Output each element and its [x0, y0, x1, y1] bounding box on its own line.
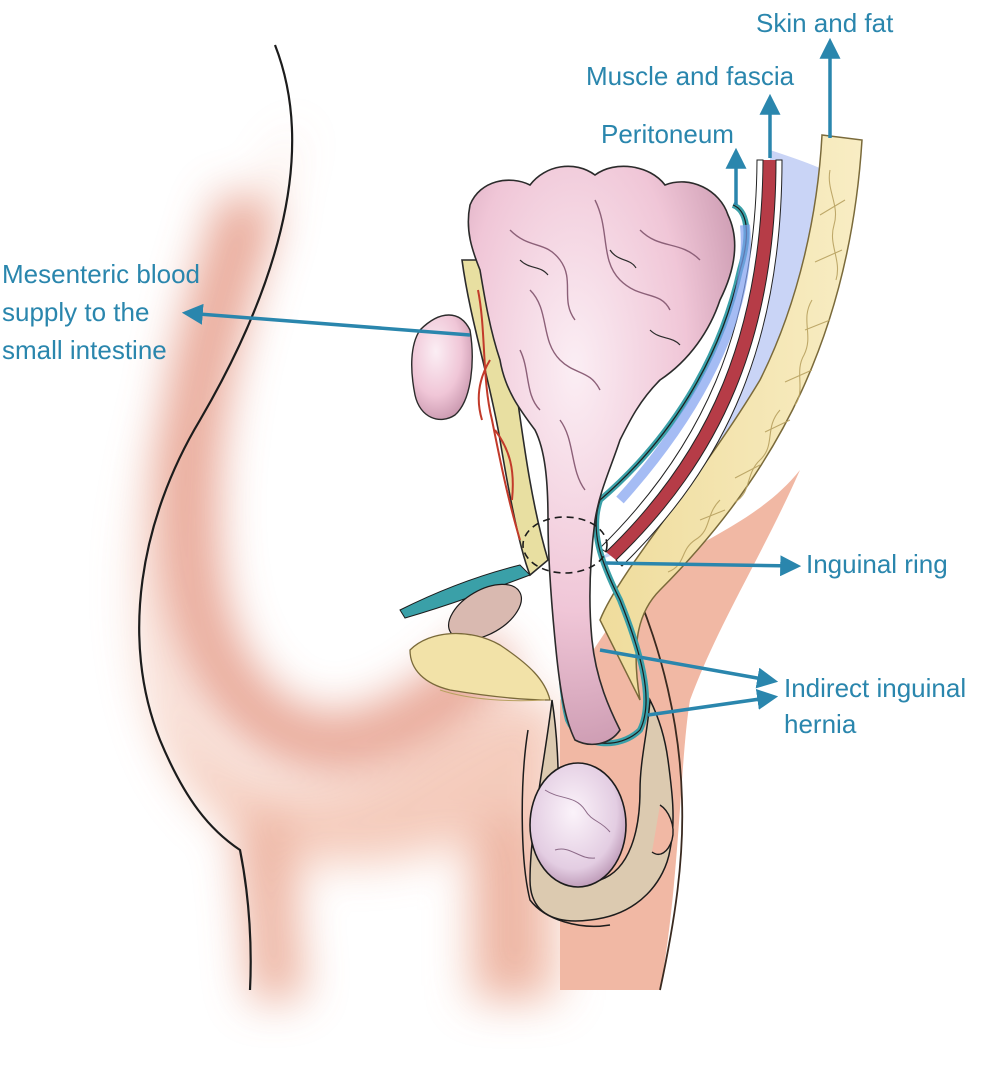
inguinal-ring-outline	[522, 516, 608, 574]
label-peritoneum: Peritoneum	[601, 119, 734, 149]
label-mesenteric-line-2: supply to the	[2, 297, 150, 327]
leader-lines	[181, 37, 841, 717]
back-outline	[138, 44, 294, 991]
label-hernia-line-1: Indirect inguinal	[784, 673, 967, 703]
label-inguinal-ring: Inguinal ring	[806, 549, 948, 579]
abdominal-wall	[555, 134, 863, 747]
leader-mesenteric	[181, 303, 471, 337]
leader-hernia-upper	[599, 648, 779, 689]
leader-inguinal-ring	[604, 555, 802, 577]
muscle-layer	[606, 160, 776, 560]
label-mesenteric-line-1: Mesenteric blood	[2, 259, 200, 289]
label-hernia-line-2: hernia	[784, 709, 857, 739]
label-mesenteric-line-3: small intestine	[2, 335, 167, 365]
thigh	[560, 470, 800, 990]
bowel-loop-left	[411, 314, 473, 421]
body-silhouette-shading	[137, 120, 560, 1003]
small-intestine	[467, 165, 736, 746]
skin-fat-layer	[599, 134, 863, 701]
label-muscle-and-fascia: Muscle and fascia	[586, 61, 795, 91]
leader-hernia-lower	[647, 688, 779, 717]
testis	[529, 762, 627, 888]
pubic-region	[399, 564, 551, 702]
label-skin-and-fat: Skin and fat	[756, 8, 894, 38]
